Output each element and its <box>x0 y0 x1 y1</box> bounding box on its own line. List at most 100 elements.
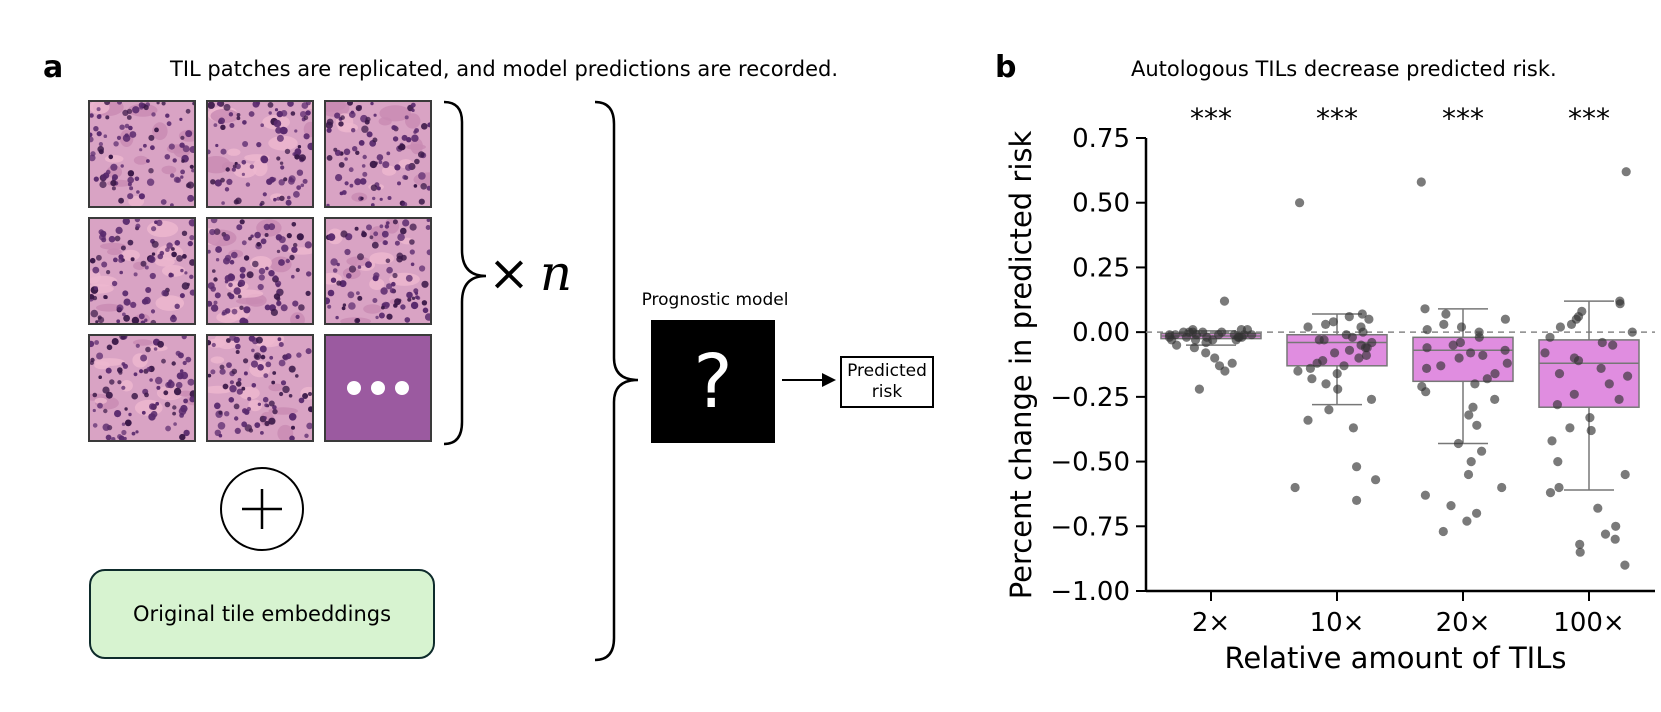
diagram-connectors <box>443 100 836 662</box>
histology-texture <box>208 102 312 206</box>
til-patch-tile <box>206 100 314 208</box>
data-point <box>1214 330 1224 340</box>
data-point <box>1600 529 1611 539</box>
data-point <box>1472 508 1482 518</box>
data-point <box>1438 526 1448 537</box>
data-point <box>1490 369 1500 379</box>
y-tick-label: −1.00 <box>1050 577 1130 607</box>
panel-a-title: TIL patches are replicated, and model pr… <box>170 57 839 81</box>
data-point <box>1293 366 1303 376</box>
data-point <box>1553 457 1563 467</box>
data-point <box>1239 330 1249 340</box>
data-point <box>1466 348 1476 358</box>
small-right-brace <box>443 100 487 446</box>
til-patch-tile <box>324 100 432 208</box>
data-point <box>1371 475 1381 485</box>
til-patch-tile <box>206 334 314 442</box>
plus-circle <box>220 467 304 551</box>
histology-texture <box>208 219 312 323</box>
data-point <box>1247 330 1257 340</box>
prognostic-model-box: ? <box>651 320 775 443</box>
data-point <box>1462 516 1472 526</box>
data-point <box>1333 384 1343 394</box>
data-point <box>1569 353 1579 363</box>
ellipsis-dot <box>347 381 361 395</box>
data-point <box>1324 405 1334 415</box>
y-tick-label: −0.75 <box>1050 512 1130 542</box>
data-point <box>1468 402 1478 412</box>
significance-label: *** <box>1442 102 1484 135</box>
data-point <box>1610 534 1620 544</box>
panel-b-title: Autologous TILs decrease predicted risk. <box>1131 57 1557 81</box>
data-point <box>1364 314 1374 324</box>
histology-texture <box>326 102 430 206</box>
data-point <box>1366 394 1377 404</box>
n-variable: n <box>539 244 573 302</box>
data-point <box>1321 319 1331 329</box>
data-point <box>1470 379 1480 389</box>
data-point <box>1552 400 1562 410</box>
data-point <box>1358 327 1368 337</box>
predicted-risk-line1: Predicted <box>847 361 927 381</box>
data-point <box>1348 423 1358 433</box>
data-point <box>1593 503 1603 513</box>
data-point <box>1290 482 1300 493</box>
data-point <box>1555 322 1565 332</box>
data-point <box>1477 446 1487 456</box>
data-point <box>1608 340 1618 350</box>
y-tick-label: 0.25 <box>1072 253 1130 283</box>
data-point <box>1220 366 1230 376</box>
data-point <box>1318 356 1328 366</box>
data-point <box>1328 317 1338 327</box>
plus-icon <box>242 489 282 529</box>
data-point <box>1167 335 1177 345</box>
data-point <box>1554 369 1565 379</box>
data-point <box>1436 361 1446 371</box>
data-point <box>1303 415 1313 425</box>
data-point <box>1586 425 1596 436</box>
prognostic-model-label: Prognostic model <box>641 290 789 310</box>
data-point <box>1194 384 1204 394</box>
x-tick-label: 20× <box>1436 608 1491 638</box>
data-point <box>1547 436 1557 446</box>
data-point <box>1474 332 1484 342</box>
data-point <box>1472 420 1482 430</box>
times-n-multiplier: × n <box>488 245 572 301</box>
data-point <box>1184 327 1194 337</box>
data-point <box>1198 327 1208 337</box>
data-point <box>1575 547 1585 557</box>
data-point <box>1585 413 1595 423</box>
ellipsis-dot <box>395 381 409 395</box>
data-point <box>1596 363 1606 373</box>
x-axis-title: Relative amount of TILs <box>1225 641 1567 675</box>
data-point <box>1627 327 1637 337</box>
data-point <box>1305 363 1315 373</box>
data-point <box>1303 322 1313 332</box>
data-point <box>1352 462 1362 472</box>
data-point <box>1604 379 1614 389</box>
embeddings-label: Original tile embeddings <box>132 602 392 626</box>
data-point <box>1219 296 1230 306</box>
data-point <box>1623 371 1633 381</box>
data-point <box>1347 332 1357 342</box>
x-tick-label: 2× <box>1192 608 1230 638</box>
histology-texture <box>90 336 194 440</box>
y-tick-label: 0.50 <box>1072 189 1130 219</box>
data-point <box>1439 319 1449 329</box>
significance-label: *** <box>1316 102 1358 135</box>
data-point <box>1422 325 1432 335</box>
data-point <box>1201 348 1211 358</box>
data-point <box>1466 457 1476 467</box>
data-point <box>1463 469 1474 480</box>
data-point <box>1611 521 1621 531</box>
histology-texture <box>90 219 194 323</box>
data-point <box>1416 177 1426 187</box>
data-point <box>1573 312 1584 322</box>
data-point <box>1500 314 1510 324</box>
data-point <box>1453 438 1463 449</box>
panel-a-letter: a <box>43 50 64 85</box>
y-tick-label: −0.50 <box>1050 448 1130 478</box>
data-point <box>1545 488 1556 498</box>
data-point <box>1339 361 1349 371</box>
data-point <box>1454 353 1464 363</box>
